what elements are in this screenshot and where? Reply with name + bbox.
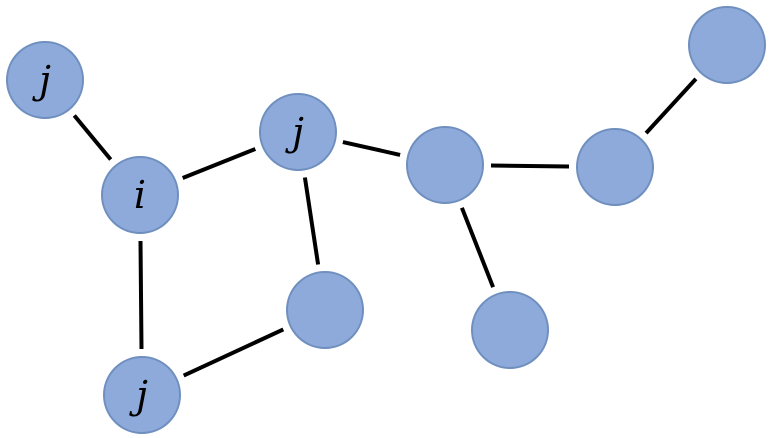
edge-n2-n5 [138, 240, 144, 350]
node-circle [688, 6, 766, 84]
node-n6 [406, 126, 484, 204]
node-circle [576, 128, 654, 206]
edge-n4-n5 [182, 327, 285, 378]
edge-n7-n9 [644, 77, 698, 135]
node-n7 [576, 128, 654, 206]
edge-n1-n2 [72, 114, 113, 161]
node-n4 [286, 271, 364, 349]
node-label: i [134, 173, 146, 217]
node-n5: j [103, 356, 181, 434]
edge-n6-n7 [490, 163, 570, 169]
edge-n2-n3 [181, 147, 257, 180]
node-n1: j [6, 41, 84, 119]
node-circle [259, 93, 337, 171]
node-circle [6, 41, 84, 119]
node-n9 [688, 6, 766, 84]
node-circle [286, 271, 364, 349]
node-circle [101, 156, 179, 234]
node-n8 [471, 291, 549, 369]
edge-n3-n4 [302, 177, 321, 265]
node-circle [103, 356, 181, 434]
node-circle [471, 291, 549, 369]
edge-n6-n8 [460, 207, 495, 288]
node-n3: j [259, 93, 337, 171]
edge-n3-n6 [342, 140, 401, 157]
edges-layer [72, 77, 698, 378]
nodes-layer: j i j j [6, 6, 766, 434]
node-n2: i [101, 156, 179, 234]
node-circle [406, 126, 484, 204]
